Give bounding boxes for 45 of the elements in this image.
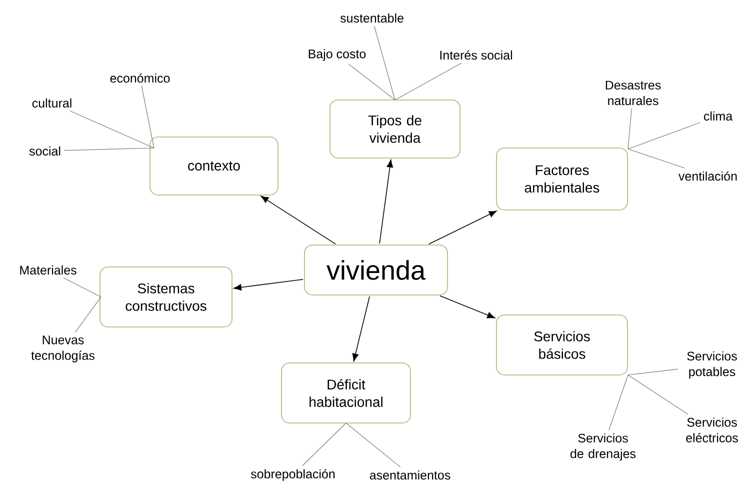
- leader-line: [628, 148, 685, 168]
- leaf-label: sustentable: [340, 13, 404, 23]
- leaf-label: asentamientos: [370, 470, 450, 480]
- leaf-label: social: [29, 146, 60, 156]
- topic-box: Tipos de vivienda: [330, 100, 460, 158]
- leader-line: [628, 108, 632, 150]
- leader-line: [628, 374, 688, 415]
- leaf-label: ventilación: [678, 171, 737, 181]
- leader-line: [141, 86, 154, 148]
- arrow: [352, 296, 370, 362]
- leader-line: [64, 148, 154, 151]
- leaf-label: cultural: [32, 98, 72, 108]
- leaf-label: clima: [704, 111, 733, 121]
- leaf-label: Servicios potables: [687, 351, 737, 379]
- leader-line: [608, 374, 628, 430]
- leader-line: [63, 277, 102, 298]
- arrow: [234, 278, 304, 291]
- leaf-label: Bajo costo: [308, 49, 366, 61]
- leaf-label: sobrepoblación: [250, 469, 335, 481]
- leader-line: [348, 64, 396, 100]
- leader-line: [302, 422, 346, 466]
- topic-box: Déficit habitacional: [281, 362, 411, 424]
- leader-line: [346, 422, 401, 468]
- central-box: vivienda: [304, 244, 448, 296]
- arrow: [439, 295, 496, 318]
- leader-line: [74, 296, 102, 333]
- arrow: [379, 160, 394, 244]
- leaf-label: Interés social: [440, 50, 512, 60]
- topic-box: Servicios básicos: [496, 314, 628, 376]
- topic-box: Sistemas constructivos: [100, 266, 232, 328]
- leader-line: [69, 110, 154, 148]
- leaf-label: Materiales: [20, 265, 76, 275]
- arrow: [428, 210, 497, 245]
- leader-line: [628, 368, 678, 376]
- leaf-label: Nuevas tecnologías: [31, 336, 95, 362]
- leaf-label: Servicios eléctricos: [686, 418, 738, 442]
- topic-box: contexto: [150, 136, 278, 196]
- leaf-label: Servicios de drenajes: [570, 433, 636, 461]
- leaf-label: Desastres naturales: [606, 80, 661, 106]
- leader-line: [374, 25, 396, 100]
- leaf-label: económico: [110, 73, 170, 83]
- topic-box: Factores ambientales: [496, 148, 628, 210]
- leader-line: [628, 122, 701, 150]
- leader-line: [394, 62, 462, 100]
- arrow: [260, 196, 336, 244]
